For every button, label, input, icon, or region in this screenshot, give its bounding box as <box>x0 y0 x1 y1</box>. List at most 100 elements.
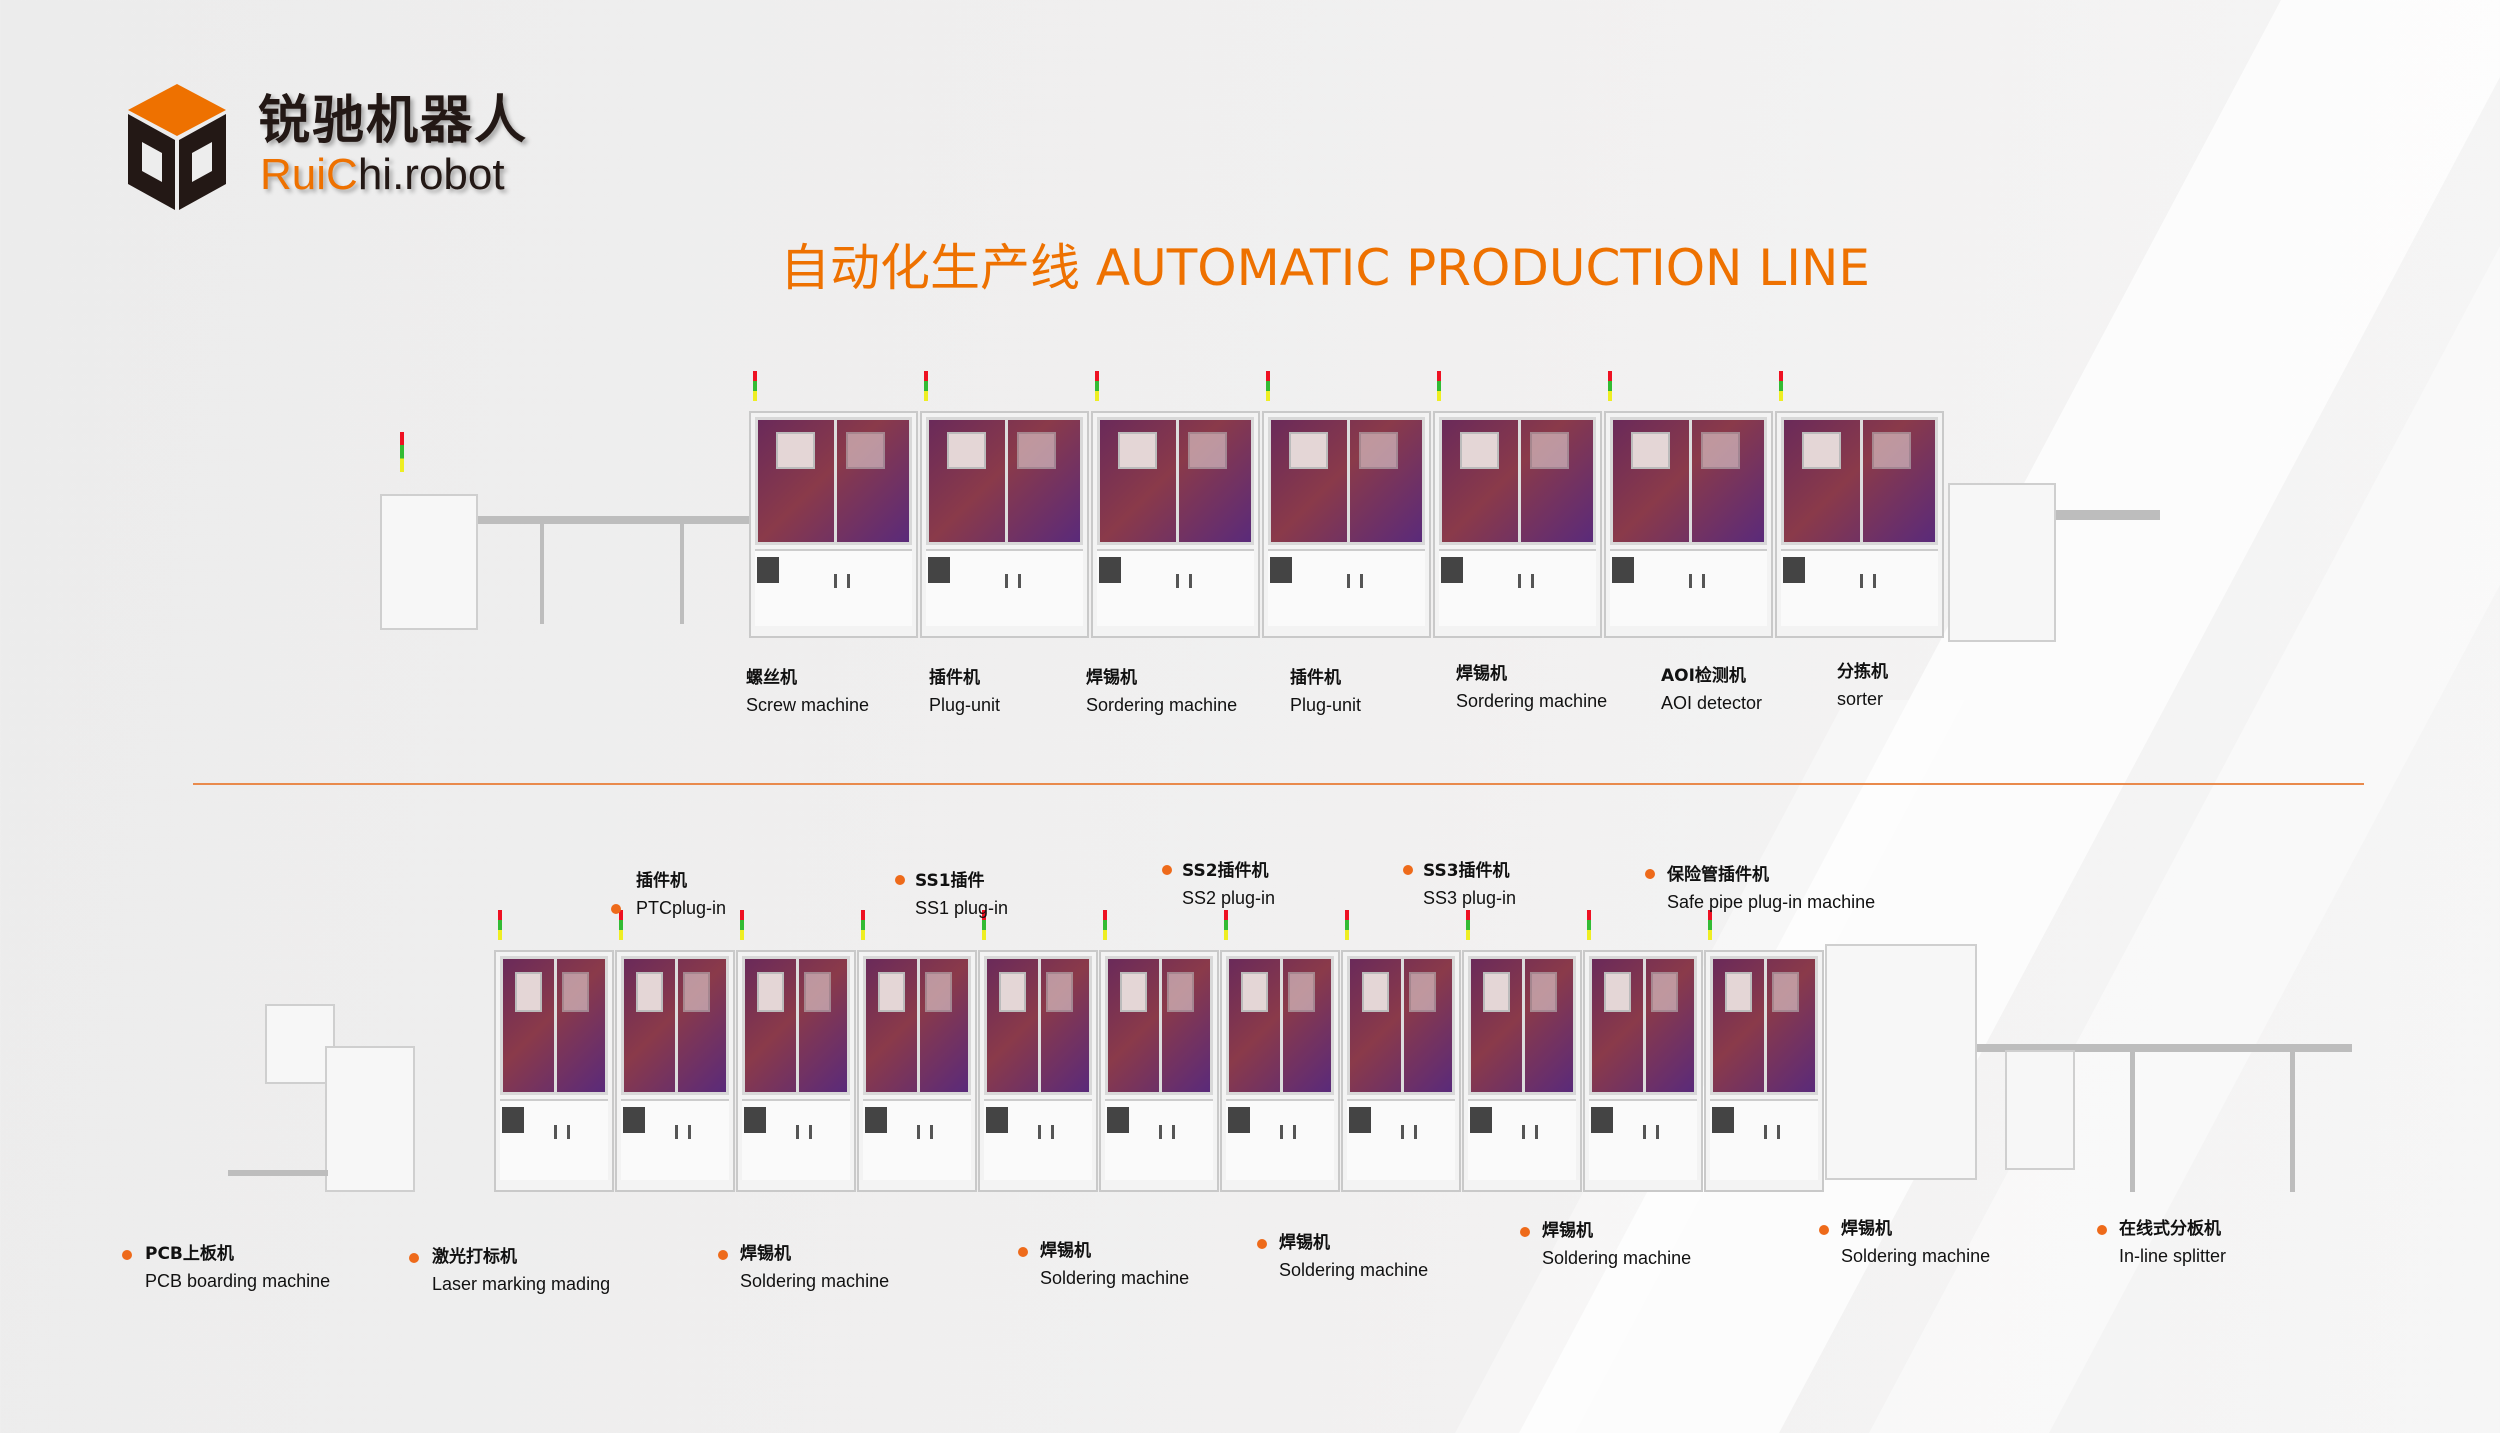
machine-label-cn: 螺丝机 <box>746 668 797 688</box>
machine-label-en: Soldering machine <box>740 1271 890 1291</box>
window-panel <box>1288 972 1315 1013</box>
bullet-dot <box>895 875 905 885</box>
window-panel <box>1802 432 1842 469</box>
machine-module <box>1341 950 1461 1192</box>
window-panel <box>1871 432 1911 469</box>
logo-en-part: .robot <box>392 150 505 199</box>
window-panel <box>1046 972 1073 1013</box>
conveyor-leg <box>680 524 684 624</box>
bullet-dot <box>1162 865 1172 875</box>
machine-cabinet <box>1268 549 1425 626</box>
machine-cabinet <box>1781 549 1938 626</box>
window-panel <box>925 972 952 1013</box>
machine-window <box>1710 956 1818 1095</box>
window-panel <box>1460 432 1500 469</box>
machine-window <box>1781 417 1938 545</box>
machine-window <box>1097 417 1254 545</box>
bullet-dot <box>1520 1227 1530 1237</box>
window-panel <box>878 972 905 1013</box>
machine-window <box>1268 417 1425 545</box>
machine-module <box>749 411 918 638</box>
control-panel <box>1591 1107 1613 1133</box>
machine-label-en: Plug-unit <box>1290 695 1362 715</box>
bullet-dot <box>1257 1239 1267 1249</box>
window-panel <box>999 972 1026 1013</box>
pcb-loader <box>265 1004 335 1084</box>
machine-window <box>863 956 971 1095</box>
conveyor <box>478 516 749 524</box>
machine-label-cn: 激光打标机 <box>432 1247 517 1267</box>
window-panel <box>1289 432 1329 469</box>
signal-lamp <box>1779 371 1783 401</box>
machine-label-en: Soldering machine <box>1841 1246 1991 1266</box>
bullet-dot <box>122 1250 132 1260</box>
machine-label-cn: SS1插件 <box>915 871 985 891</box>
machine-module <box>615 950 735 1192</box>
screw-loader <box>380 494 478 630</box>
pcb-loader-frame <box>228 1170 328 1176</box>
signal-lamp <box>740 910 744 940</box>
machine-label-cn: 焊锡机 <box>1456 664 1507 684</box>
machine-label-en: Laser marking mading <box>432 1274 611 1294</box>
window-panel <box>1772 972 1799 1013</box>
control-panel <box>1107 1107 1129 1133</box>
machine-label-cn: 焊锡机 <box>1542 1221 1593 1241</box>
machine-label-cn: SS3插件机 <box>1423 861 1510 881</box>
machine-label-en: Soldering machine <box>1040 1268 1190 1288</box>
machine-label: 焊锡机 Soldering machine <box>1040 1238 1189 1292</box>
window-panel <box>515 972 542 1013</box>
machine-label-en: SS2 plug-in <box>1182 888 1276 908</box>
signal-lamp <box>1095 371 1099 401</box>
machine-module <box>736 950 856 1192</box>
control-panel <box>744 1107 766 1133</box>
machine-label-en: sorter <box>1837 689 1884 709</box>
control-panel <box>502 1107 524 1133</box>
machine-label-cn: 焊锡机 <box>1279 1233 1330 1253</box>
machine-label-cn: 焊锡机 <box>1040 1241 1091 1261</box>
signal-lamp <box>1608 371 1612 401</box>
machine-label-cn: 焊锡机 <box>1841 1219 1892 1239</box>
splitter-leg <box>2290 1052 2295 1192</box>
window-panel <box>947 432 987 469</box>
machine-label-cn: 焊锡机 <box>740 1244 791 1264</box>
bullet-dot <box>718 1250 728 1260</box>
machine-cabinet <box>1610 549 1767 626</box>
bullet-dot <box>1645 869 1655 879</box>
control-panel <box>1783 557 1805 583</box>
machine-window <box>1468 956 1576 1095</box>
signal-lamp <box>1437 371 1441 401</box>
machine-cabinet <box>755 549 912 626</box>
window-panel <box>1651 972 1678 1013</box>
signal-lamp <box>498 910 502 940</box>
window-panel <box>1120 972 1147 1013</box>
machine-label: 插件机 Plug-unit <box>1290 665 1361 719</box>
machine-label-en: Plug-unit <box>929 695 1001 715</box>
signal-lamp <box>861 910 865 940</box>
machine-window <box>1589 956 1697 1095</box>
machine-module <box>1099 950 1219 1192</box>
machine-window <box>1439 417 1596 545</box>
machine-window <box>500 956 608 1095</box>
window-panel <box>776 432 816 469</box>
machine-label-en: Safe pipe plug-in machine <box>1667 892 1876 912</box>
control-panel <box>1270 557 1292 583</box>
signal-lamp <box>1224 910 1228 940</box>
control-panel <box>1612 557 1634 583</box>
sorter-unit <box>1948 483 2056 642</box>
machine-module <box>920 411 1089 638</box>
signal-lamp <box>400 432 404 472</box>
window-panel <box>845 432 885 469</box>
machine-module <box>1220 950 1340 1192</box>
control-panel <box>757 557 779 583</box>
machine-cabinet <box>1097 549 1254 626</box>
signal-lamp <box>1103 910 1107 940</box>
machine-module <box>1704 950 1824 1192</box>
control-panel <box>1712 1107 1734 1133</box>
machine-module <box>1604 411 1773 638</box>
machine-label-cn: 插件机 <box>1290 668 1341 688</box>
